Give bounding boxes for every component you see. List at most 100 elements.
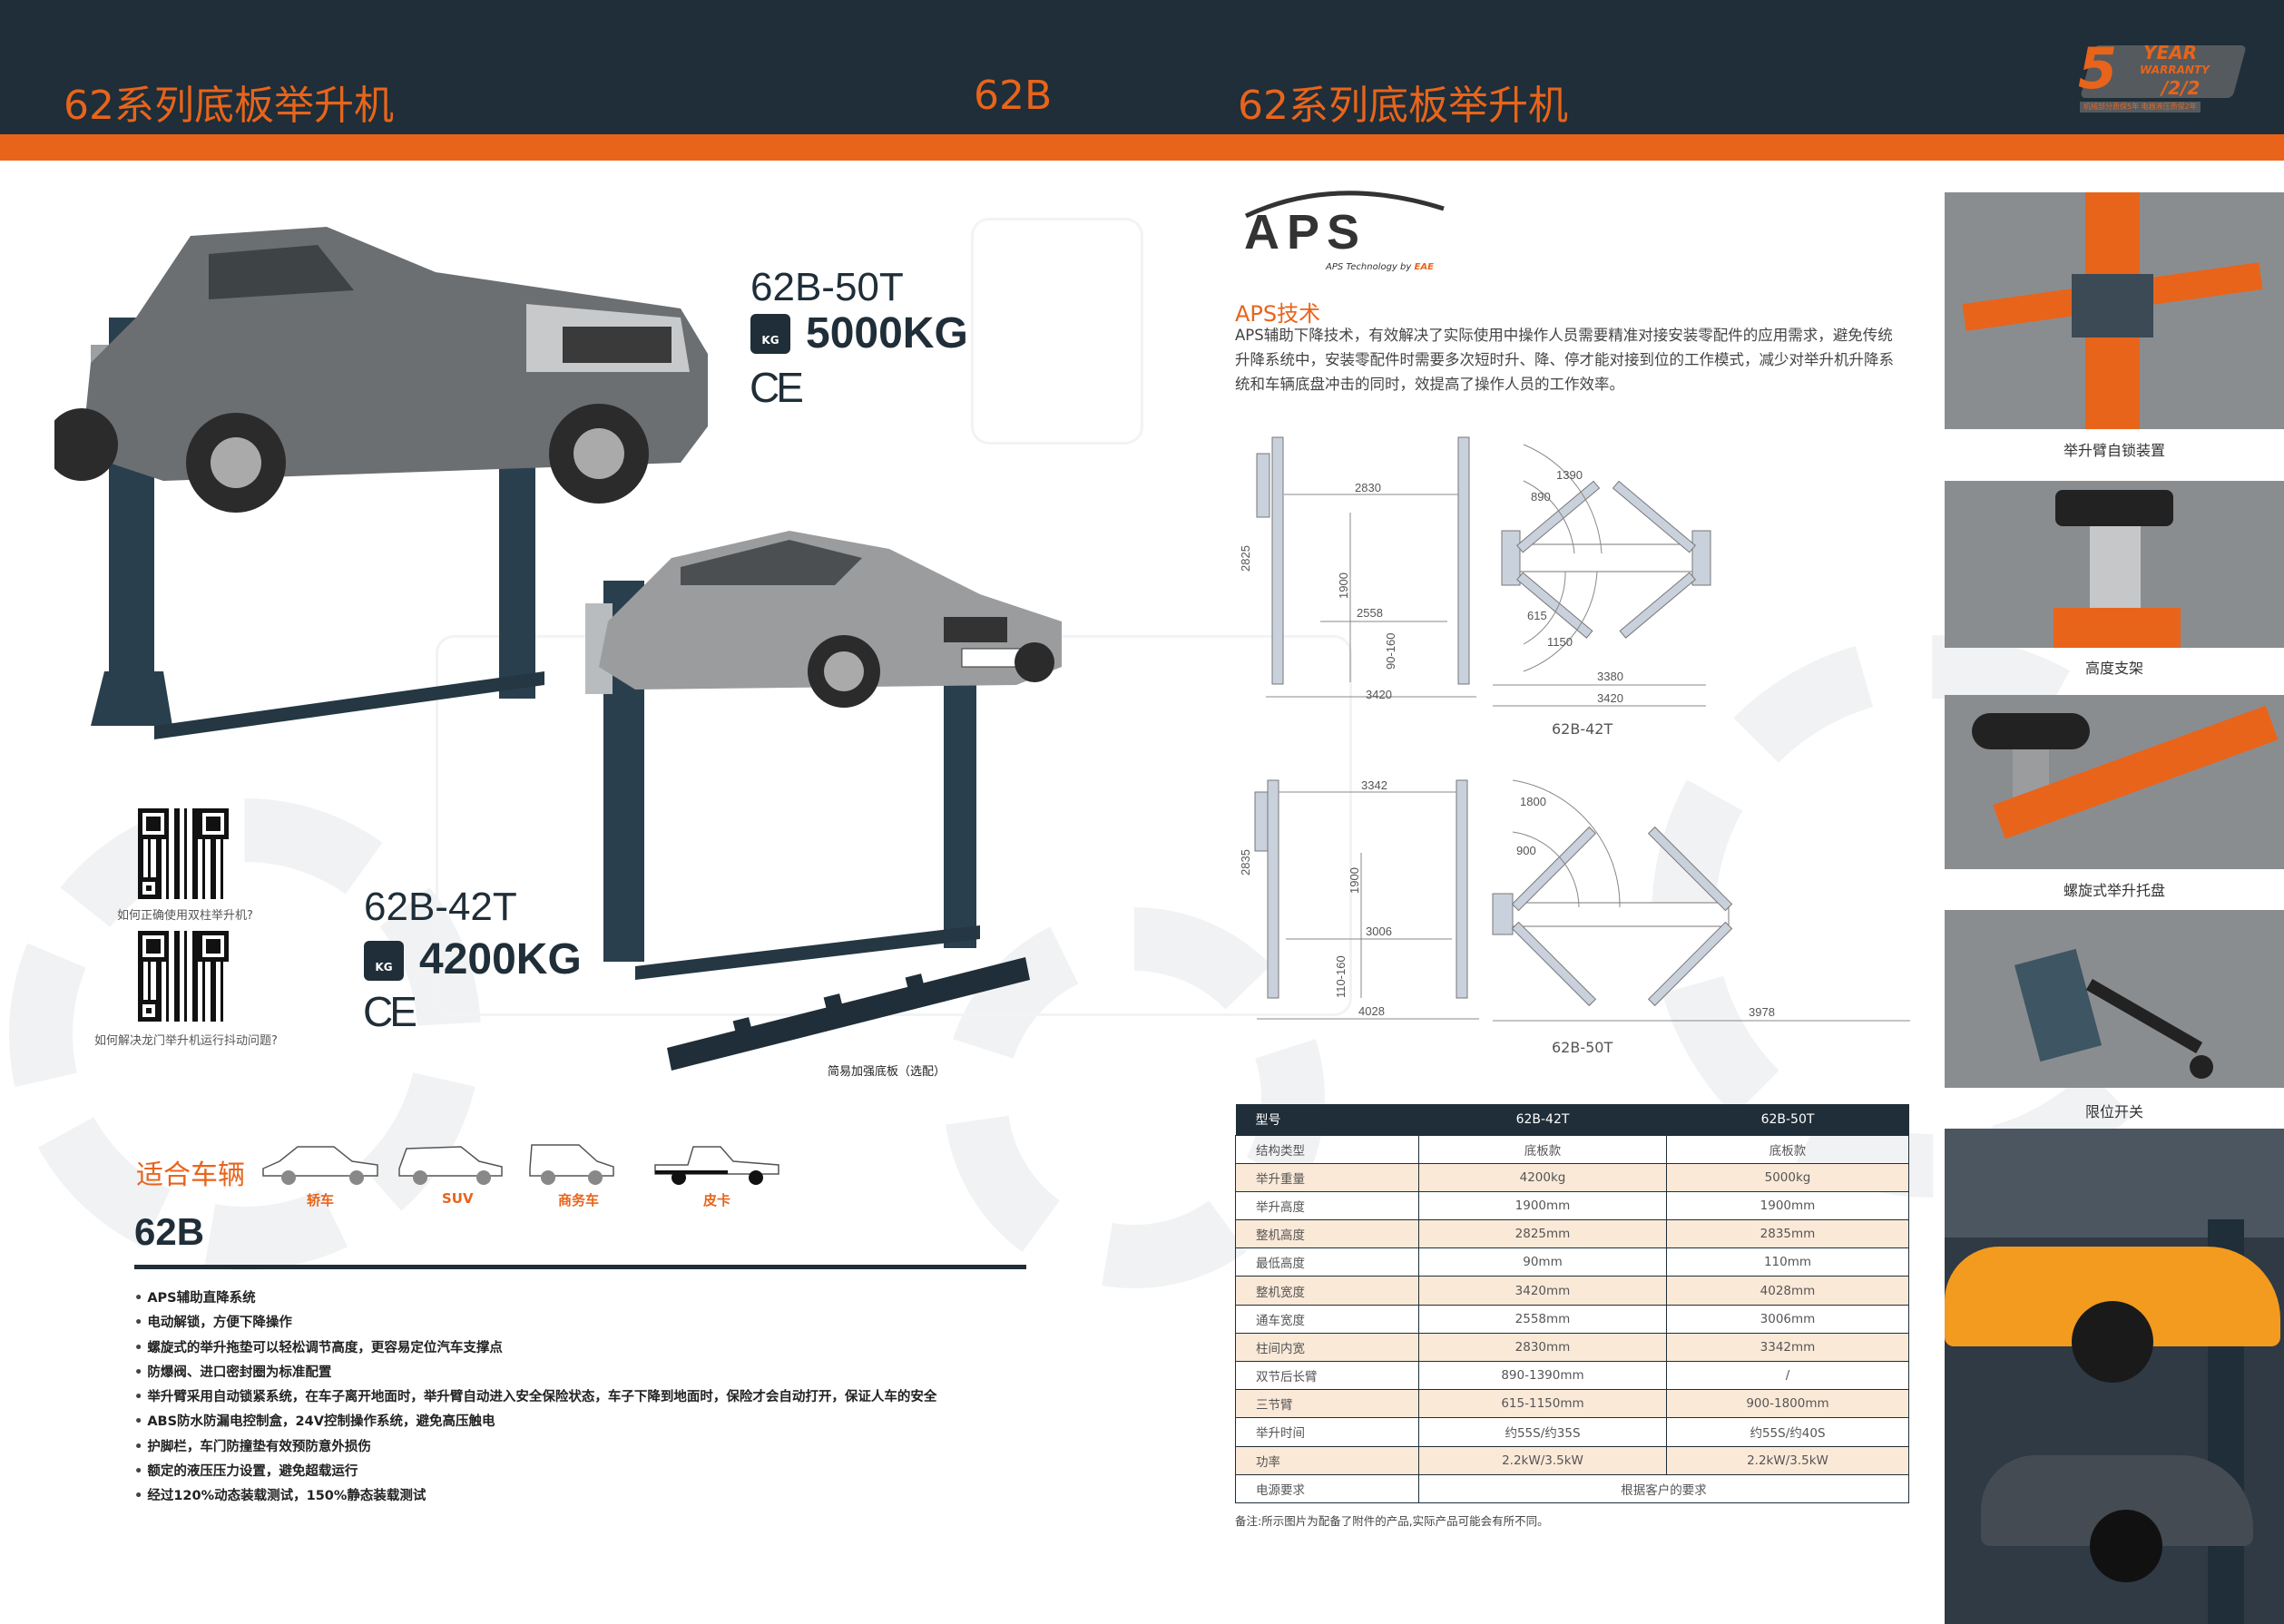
table-cell: 2558mm	[1418, 1304, 1667, 1334]
table-header-cell: 62B-42T	[1418, 1104, 1667, 1135]
product-model-50t: 62B-50T	[750, 265, 904, 309]
warranty-label: WARRANTY	[2140, 64, 2210, 76]
diagram-62b-50t: 3342 3006 4028 2835 1900 110-160 1800 90…	[1239, 778, 1910, 1022]
dim-arm-max: 1800	[1520, 795, 1546, 808]
lift-62b-50t-with-truck-image	[54, 227, 708, 739]
table-cell: 底板款	[1666, 1134, 1909, 1164]
photo-limit-switch	[1945, 910, 2284, 1088]
aps-logo: APS APS Technology by EAE	[1235, 181, 1453, 279]
base-plate-caption: 简易加强底板（选配）	[828, 1065, 946, 1079]
table-header-cell: 62B-50T	[1666, 1104, 1909, 1135]
diagram-62b-42t: 2830 2558 3420 2825 1900 90-160 1390 890…	[1239, 436, 1711, 707]
warranty-note: 机械部分质保5年 电器液压质保2年	[2080, 102, 2201, 113]
vehicle-icons	[262, 1144, 779, 1185]
table-row-label: 柱间内宽	[1235, 1332, 1419, 1363]
aps-logo-text: APS	[1244, 205, 1367, 259]
feature-item: 螺旋式的举升拖垫可以轻松调节高度，更容易定位汽车支撑点	[134, 1336, 936, 1361]
dim-top-overall: 3420	[1597, 691, 1623, 705]
warranty-years-sub: /2/2	[2161, 77, 2201, 99]
table-row-label: 举升时间	[1235, 1417, 1419, 1447]
table-row-label: 通车宽度	[1235, 1304, 1419, 1334]
weight-icon: KG	[750, 314, 790, 354]
table-row-label: 三节臂	[1235, 1389, 1419, 1419]
weight-icon: KG	[364, 941, 404, 981]
dim-arm-min: 890	[1531, 490, 1551, 504]
page-title-right: 62系列底板举升机	[1238, 83, 1568, 129]
qr-code-usage[interactable]	[138, 808, 229, 899]
aps-description: APS辅助下降技术，有效解决了实际使用中操作人员需要精准对接安装零配件的应用需求…	[1235, 327, 1894, 393]
table-row-label: 双节后长臂	[1235, 1360, 1419, 1391]
dim-lift-height: 1900	[1348, 867, 1361, 894]
qr-code-vibration[interactable]	[138, 931, 229, 1022]
photo-arm-lock	[1945, 192, 2284, 429]
table-cell: 110mm	[1666, 1247, 1909, 1277]
table-row-label: 电源要求	[1235, 1473, 1419, 1503]
dim-inner-width: 3342	[1361, 778, 1387, 792]
table-cell: 底板款	[1418, 1134, 1667, 1164]
lift-62b-42t-with-sedan-image	[585, 531, 1062, 980]
aps-logo-brand: EAE	[1414, 262, 1434, 272]
feature-list: APS辅助直降系统电动解锁，方便下降操作螺旋式的举升拖垫可以轻松调节高度，更容易…	[134, 1286, 936, 1510]
feature-item: 举升臂采用自动锁紧系统，在车子离开地面时，举升臂自动进入安全保险状态，车子下降到…	[134, 1385, 936, 1410]
table-row-label: 功率	[1235, 1445, 1419, 1475]
vehicle-label-sedan: 轿车	[307, 1192, 335, 1208]
vehicle-label-suv: SUV	[442, 1190, 474, 1207]
dim-overall-width: 4028	[1358, 1004, 1385, 1018]
table-cell: 890-1390mm	[1418, 1360, 1667, 1391]
dim-overall-width: 3420	[1366, 688, 1392, 701]
dim-height: 2825	[1239, 545, 1252, 572]
feature-item: APS辅助直降系统	[134, 1286, 936, 1311]
table-cell: /	[1666, 1360, 1909, 1391]
page-model-center: 62B	[974, 73, 1053, 119]
dim-min-height: 90-160	[1384, 633, 1397, 670]
table-cell: 约55S/约35S	[1418, 1417, 1667, 1447]
dim-arm-min: 900	[1516, 844, 1536, 857]
photo-workshop	[1945, 1129, 2284, 1624]
header-bar	[0, 0, 2284, 134]
dim-min-height: 110-160	[1334, 955, 1348, 998]
diagram-caption-42t: 62B-42T	[1552, 720, 1613, 738]
diagram-caption-50t: 62B-50T	[1552, 1039, 1613, 1056]
feature-item: 额定的液压压力设置，避免超载运行	[134, 1460, 936, 1484]
table-row-label: 结构类型	[1235, 1134, 1419, 1164]
dim-arm-short-max: 1150	[1547, 635, 1573, 649]
vehicle-label-pickup: 皮卡	[703, 1192, 731, 1208]
dim-lift-height: 1900	[1337, 572, 1350, 599]
table-row-label: 整机宽度	[1235, 1276, 1419, 1306]
table-cell: 1900mm	[1666, 1190, 1909, 1221]
background-line	[971, 218, 1143, 445]
table-row-label: 举升高度	[1235, 1190, 1419, 1221]
product-model-42t: 62B-42T	[364, 885, 517, 929]
table-cell: 约55S/约40S	[1666, 1417, 1909, 1447]
qr-caption-usage: 如何正确使用双柱举升机?	[117, 909, 253, 923]
feature-item: 经过120%动态装载测试，150%静态装载测试	[134, 1484, 936, 1509]
dim-top-width: 3380	[1597, 670, 1623, 683]
table-cell: 4200kg	[1418, 1162, 1667, 1192]
table-cell: 根据客户的要求	[1418, 1473, 1909, 1503]
aps-title: APS技术	[1235, 301, 1321, 327]
series-name: 62B	[134, 1210, 205, 1253]
dim-drive-width: 2558	[1357, 606, 1383, 620]
qr-caption-vibration: 如何解决龙门举升机运行抖动问题?	[94, 1034, 278, 1048]
dim-drive-width: 3006	[1366, 925, 1392, 938]
photo-height-adapter	[1945, 481, 2284, 648]
feature-item: 防爆阀、进口密封圈为标准配置	[134, 1361, 936, 1385]
table-header-cell: 型号	[1235, 1104, 1419, 1135]
spec-note: 备注:所示图片为配备了附件的产品,实际产品可能会有所不同。	[1235, 1514, 1549, 1528]
photo-caption: 螺旋式举升托盘	[2063, 882, 2165, 899]
table-cell: 900-1800mm	[1666, 1389, 1909, 1419]
feature-item: 电动解锁，方便下降操作	[134, 1311, 936, 1335]
table-cell: 2830mm	[1418, 1332, 1667, 1363]
table-cell: 3342mm	[1666, 1332, 1909, 1363]
photo-caption: 限位开关	[2084, 1103, 2143, 1120]
